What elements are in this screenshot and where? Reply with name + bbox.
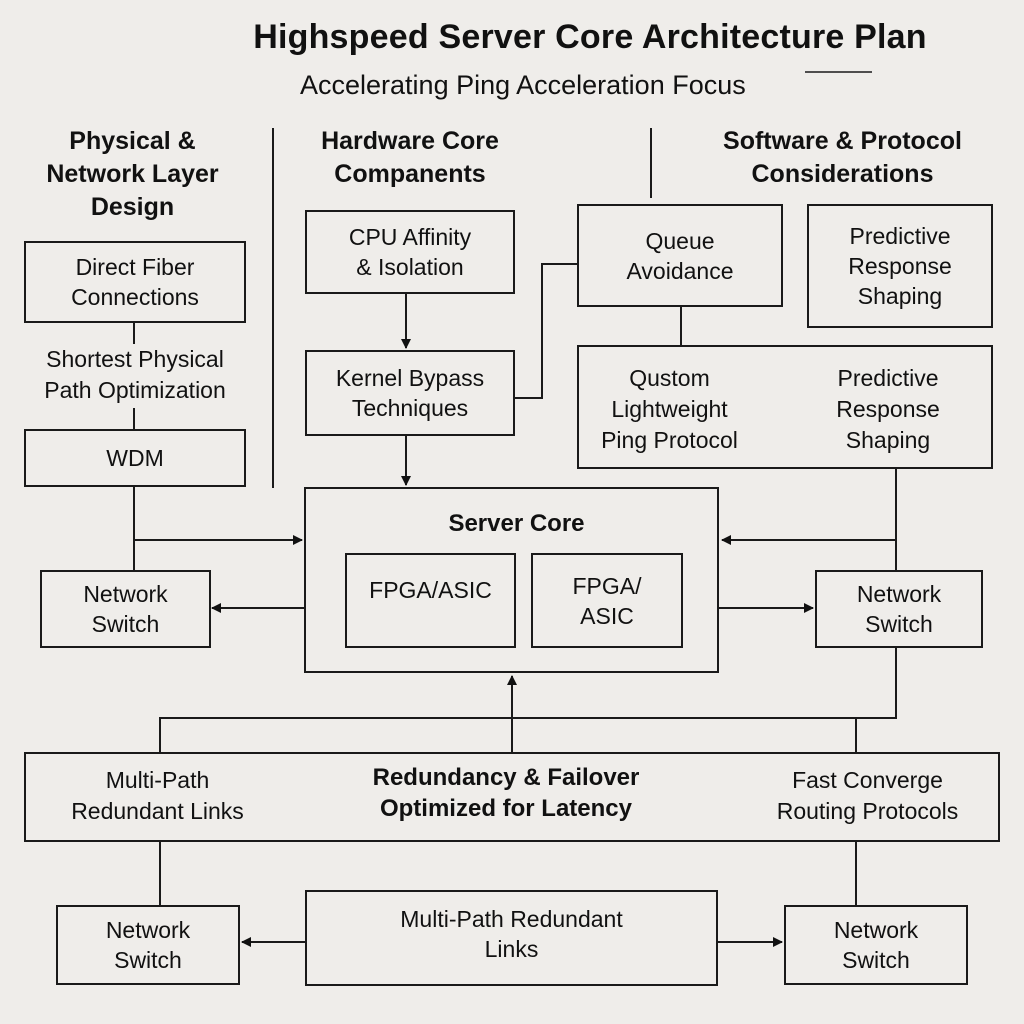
column-heading-physical: Physical & Network Layer Design xyxy=(46,127,219,221)
page-title: Highspeed Server Core Architecture Plan xyxy=(253,18,927,56)
predictive-shaping-inner-label: Predictive Response Shaping xyxy=(836,365,940,453)
network-switch-right-box: Network Switch xyxy=(815,570,983,648)
network-switch-bottom-right-box: Network Switch xyxy=(784,905,968,985)
server-core-title: Server Core xyxy=(448,510,585,537)
fpga-asic-left-box: FPGA/ASIC xyxy=(345,553,516,648)
page-subtitle: Accelerating Ping Acceleration Focus xyxy=(300,70,746,100)
redundancy-failover-title: Redundancy & Failover Optimized for Late… xyxy=(372,764,640,822)
direct-fiber-box: Direct Fiber Connections xyxy=(24,241,246,323)
multipath-redundant-links-label: Multi-Path Redundant Links xyxy=(71,767,244,824)
predictive-shaping-top-box: Predictive Response Shaping xyxy=(807,204,993,328)
cpu-affinity-box: CPU Affinity & Isolation xyxy=(305,210,515,294)
kernel-bypass-box: Kernel Bypass Techniques xyxy=(305,350,515,436)
fpga-asic-right-box: FPGA/ ASIC xyxy=(531,553,683,648)
network-switch-bottom-left-box: Network Switch xyxy=(56,905,240,985)
fast-converge-routing-label: Fast Converge Routing Protocols xyxy=(776,767,959,824)
connector-kernel-to-queue xyxy=(514,263,578,399)
queue-avoidance-box: Queue Avoidance xyxy=(577,204,783,307)
column-heading-hardware: Hardware Core Companents xyxy=(321,127,499,188)
shortest-path-label: Shortest Physical Path Optimization xyxy=(44,346,226,403)
wdm-box: WDM xyxy=(24,429,246,487)
redundancy-box xyxy=(24,752,1000,842)
connector-feedback-bus xyxy=(159,646,897,752)
protocol-group-box xyxy=(577,345,993,469)
multipath-links-bottom-box: Multi-Path Redundant Links xyxy=(305,890,718,986)
network-switch-left-box: Network Switch xyxy=(40,570,211,648)
column-heading-software: Software & Protocol Considerations xyxy=(723,127,962,188)
custom-ping-protocol-label: Qustom Lightweight Ping Protocol xyxy=(601,365,738,453)
